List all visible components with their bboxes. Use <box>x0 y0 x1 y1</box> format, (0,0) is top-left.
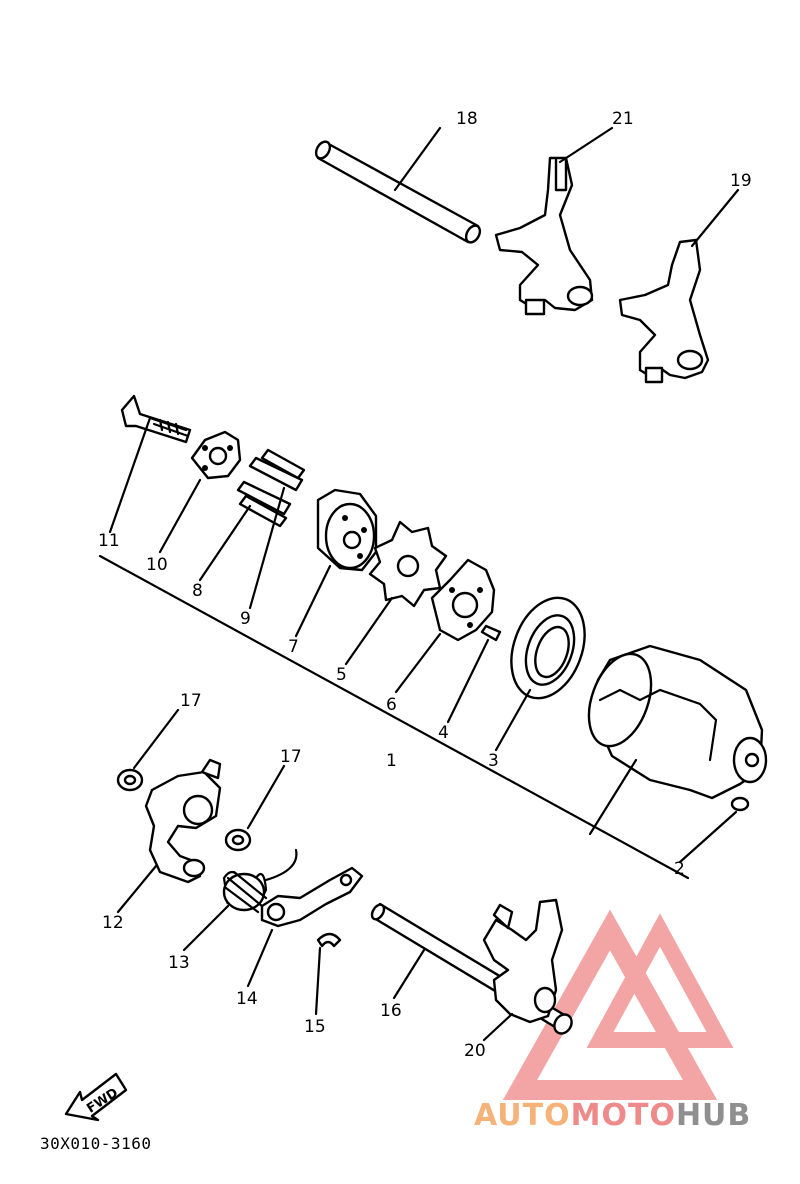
callout-10: 10 <box>146 555 168 575</box>
part-13-spring <box>222 848 298 914</box>
watermark-part3: HUB <box>675 1098 752 1133</box>
diagram-code: 30X010-3160 <box>40 1134 152 1153</box>
part-14-shift-lever <box>260 866 364 928</box>
part-3-bearing <box>510 596 586 700</box>
callout-13: 13 <box>168 953 190 973</box>
part-4-pin <box>480 624 502 642</box>
part-7-drum-segment <box>316 488 378 572</box>
callout-17a: 17 <box>180 691 202 711</box>
part-2-pin <box>730 796 750 812</box>
leader-lines <box>98 126 740 1042</box>
part-21-shift-fork <box>494 156 594 316</box>
watermark-brand: AUTOMOTOHUB <box>474 1098 751 1133</box>
part-9-pins <box>248 448 306 492</box>
part-20-shift-fork <box>482 898 564 1024</box>
callout-labels: 18 21 19 11 10 8 9 7 5 6 1 4 3 2 17 17 1… <box>98 109 752 1061</box>
part-10-segment <box>190 430 242 480</box>
callout-1: 1 <box>386 751 397 771</box>
callout-7: 7 <box>288 637 299 657</box>
callout-8: 8 <box>192 581 203 601</box>
watermark-logo <box>502 909 734 1100</box>
callout-5: 5 <box>336 665 347 685</box>
part-15-clip <box>316 932 342 948</box>
callout-2: 2 <box>674 859 685 879</box>
part-5-star-plate <box>368 520 448 608</box>
part-17-circlip-a <box>116 768 144 792</box>
callout-17b: 17 <box>280 747 302 767</box>
part-1-shift-drum <box>587 644 768 800</box>
callout-15: 15 <box>304 1017 326 1037</box>
callout-18: 18 <box>456 109 478 129</box>
callout-6: 6 <box>386 695 397 715</box>
watermark-part1: AUTO <box>474 1098 571 1133</box>
part-8-pins <box>236 480 292 528</box>
fwd-arrow-icon: FWD <box>64 1072 128 1122</box>
part-17-circlip-b <box>224 828 252 852</box>
callout-16: 16 <box>380 1001 402 1021</box>
callout-4: 4 <box>438 723 449 743</box>
callout-12: 12 <box>102 913 124 933</box>
part-12-shift-arm <box>144 758 222 884</box>
watermark-part2: MOTO <box>570 1098 676 1133</box>
callout-14: 14 <box>236 989 258 1009</box>
part-18-fork-shaft <box>314 140 482 244</box>
part-11-bolt <box>120 394 192 444</box>
callout-20: 20 <box>464 1041 486 1061</box>
part-6-cam-plate <box>430 558 496 642</box>
callout-3: 3 <box>488 751 499 771</box>
part-19-shift-fork <box>618 238 710 384</box>
callout-19: 19 <box>730 171 752 191</box>
callout-21: 21 <box>612 109 634 129</box>
callout-11: 11 <box>98 531 120 551</box>
callout-9: 9 <box>240 609 251 629</box>
